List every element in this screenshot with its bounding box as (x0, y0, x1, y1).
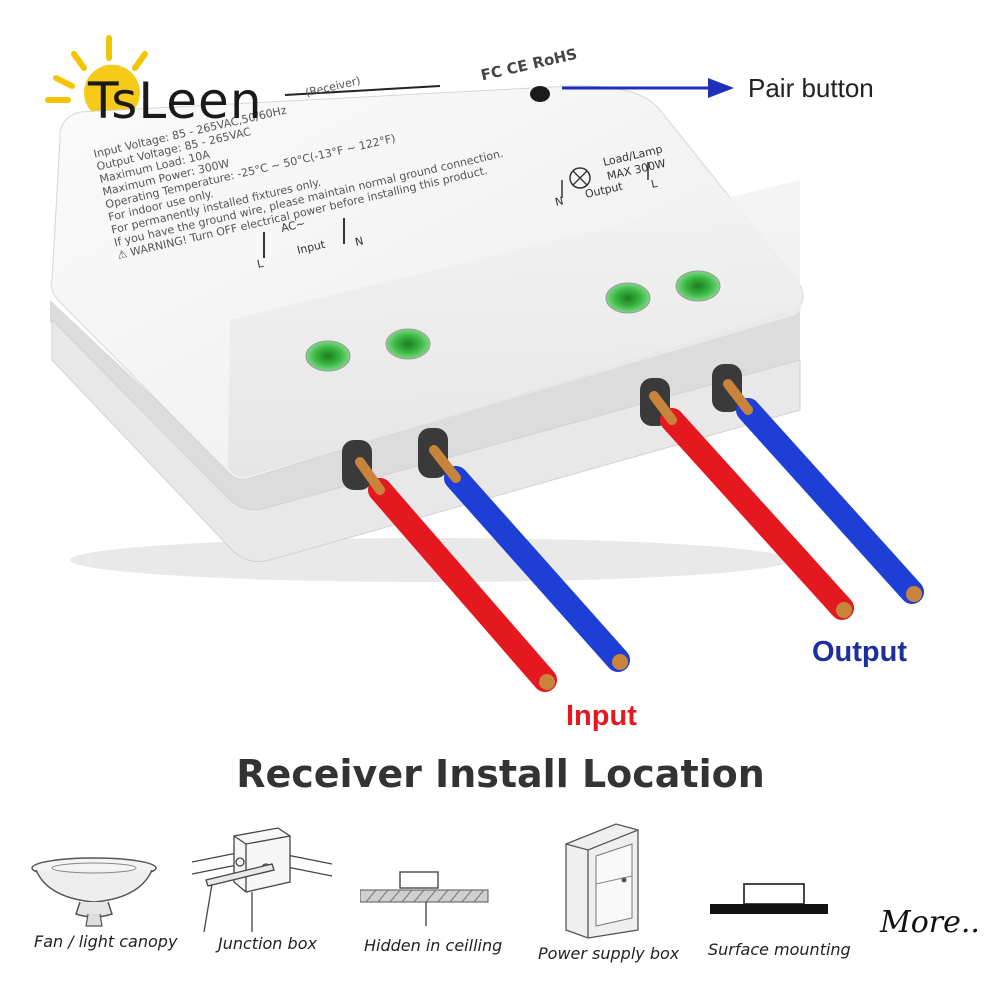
svg-text:Input: Input (296, 238, 327, 257)
input-wires (355, 445, 630, 692)
power-supply-box-icon (565, 823, 639, 939)
receiver-module (50, 85, 804, 582)
svg-text:L: L (650, 177, 660, 191)
location-surface-mounting (708, 882, 832, 922)
fan-canopy-icon (31, 857, 157, 927)
screw-terminals (305, 270, 721, 372)
wire-ends (539, 586, 922, 690)
brand-logo: TsLeen (88, 72, 263, 130)
svg-text:AC~: AC~ (280, 217, 307, 235)
location-label: Hidden in ceilling (364, 936, 503, 955)
more-locations-text: More.. (880, 905, 980, 940)
spec-line: (Receiver) (304, 74, 362, 99)
location-ceiling (360, 870, 490, 930)
location-label: Power supply box (538, 944, 680, 963)
cert-marks: FC CE RoHS (479, 45, 579, 85)
output-label: Output (812, 636, 908, 668)
location-junction-box (192, 822, 332, 932)
location-label: Surface mounting (708, 940, 851, 959)
install-location-title: Receiver Install Location (236, 752, 765, 796)
output-wires (649, 379, 924, 620)
location-label: Fan / light canopy (34, 932, 178, 951)
location-label: Junction box (218, 934, 317, 953)
svg-text:L: L (256, 257, 266, 271)
junction-box-icon (192, 827, 332, 932)
input-terminal-label: AC~ L Input N (256, 217, 365, 271)
pair-button-label: Pair button (748, 73, 874, 103)
pair-button[interactable] (530, 86, 550, 102)
location-power-supply-box (562, 822, 642, 940)
svg-text:N: N (554, 194, 565, 209)
pair-arrow-icon (562, 78, 734, 98)
location-fan-canopy (28, 852, 168, 932)
product-illustration: (Receiver) Input Voltage: 85 - 265VAC,50… (45, 35, 924, 692)
ceiling-icon (360, 871, 489, 926)
surface-mounting-icon (710, 883, 828, 914)
input-label: Input (566, 700, 637, 732)
svg-text:N: N (354, 234, 365, 249)
